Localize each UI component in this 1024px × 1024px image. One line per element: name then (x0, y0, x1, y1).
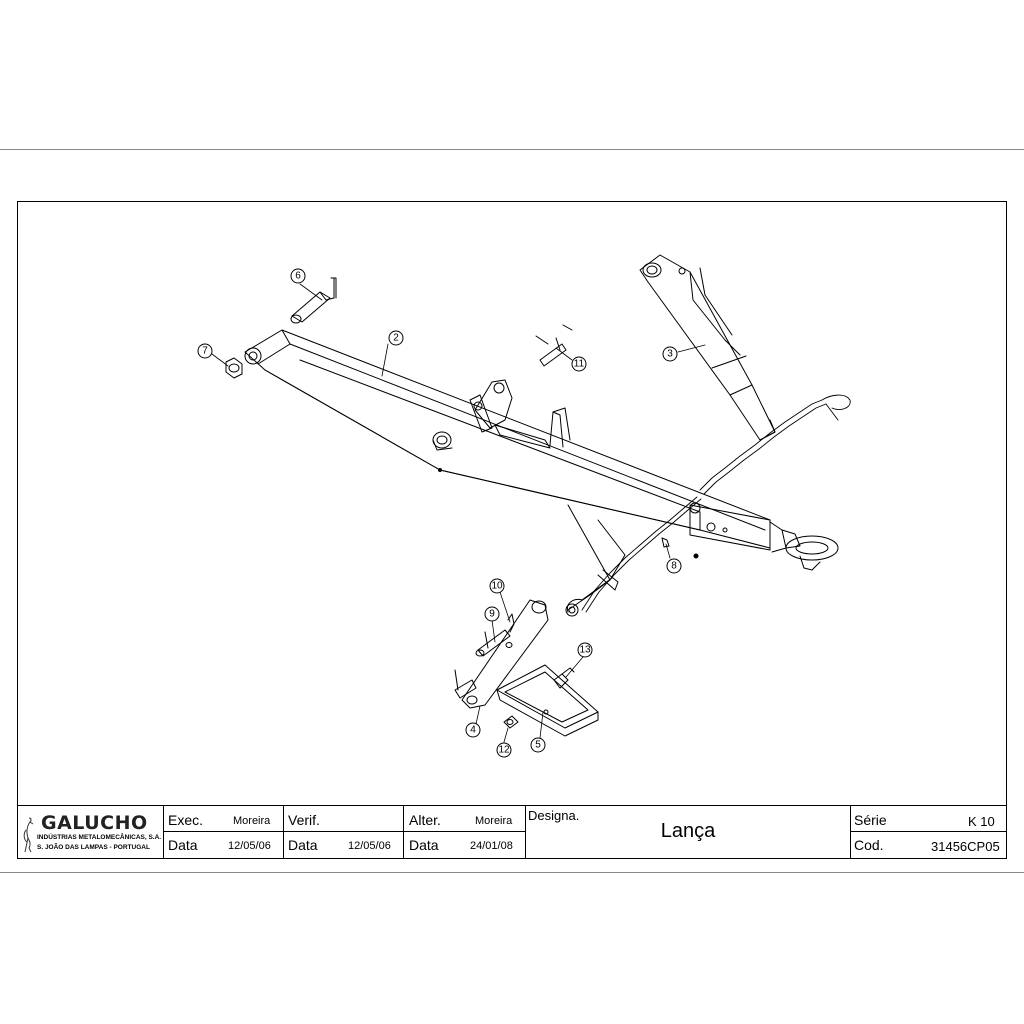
clip-10 (507, 613, 515, 633)
boom-side-boss (432, 431, 453, 451)
svg-text:4: 4 (470, 725, 476, 736)
boom-handle (549, 407, 571, 448)
bolt-13 (553, 667, 575, 689)
designation-label: Designa. (528, 808, 580, 823)
alter-label: Alter. (409, 812, 441, 828)
tb-divider (850, 806, 851, 859)
verif-label: Verif. (288, 812, 320, 828)
serie-value: K 10 (968, 814, 995, 829)
alter-value: Moreira (475, 815, 513, 827)
sheet-edge-bottom (0, 872, 1024, 873)
svg-text:8: 8 (671, 561, 677, 572)
company-subtitle: INDÚSTRIAS METALOMECÂNICAS, S.A. (37, 834, 162, 841)
balloon-9: 9 (484, 606, 500, 622)
jack-cylinder (639, 254, 776, 441)
stand-plate-4 (454, 599, 549, 709)
sheet-edge-top (0, 149, 1024, 150)
svg-text:5: 5 (535, 740, 541, 751)
boom-top-bracket (469, 379, 551, 449)
pin-11 (535, 324, 573, 367)
balloon-3: 3 (662, 346, 678, 362)
part-name: Lança (660, 820, 716, 842)
boom-lower-strut (565, 504, 626, 617)
svg-text:13: 13 (579, 645, 591, 656)
serie-label: Série (854, 812, 887, 828)
bolt-12 (503, 715, 519, 729)
heron-logo-icon (23, 817, 34, 853)
balloon-5: 5 (530, 737, 546, 753)
svg-text:6: 6 (295, 271, 301, 282)
tb-divider (525, 806, 526, 859)
company-location: S. JOÃO DAS LAMPAS - PORTUGAL (37, 844, 150, 851)
balloon-13: 13 (577, 642, 593, 658)
balloon-10: 10 (489, 578, 505, 594)
exec-date-label: Data (168, 837, 198, 853)
pin-6 (290, 277, 337, 324)
title-block: GALUCHO INDÚSTRIAS METALOMECÂNICAS, S.A.… (17, 805, 1007, 859)
nut-7 (225, 357, 243, 379)
drawing-frame (17, 201, 1007, 859)
tb-divider (403, 806, 404, 859)
tb-row-divider (850, 831, 1006, 832)
boom-front-end (689, 502, 839, 571)
tb-divider (283, 806, 284, 859)
balloon-2: 2 (388, 330, 404, 346)
safety-chain (581, 394, 851, 613)
alter-date-label: Data (409, 837, 439, 853)
exec-label: Exec. (168, 812, 204, 828)
exec-date: 12/05/06 (228, 840, 271, 852)
alter-date: 24/01/08 (470, 840, 513, 852)
svg-text:7: 7 (202, 346, 208, 357)
svg-text:2: 2 (393, 333, 399, 344)
cod-value: 31456CP05 (931, 839, 1000, 854)
svg-text:9: 9 (489, 609, 495, 620)
cod-label: Cod. (854, 837, 884, 853)
company-name: GALUCHO (41, 812, 148, 834)
verif-date-label: Data (288, 837, 318, 853)
balloon-7: 7 (197, 343, 213, 359)
balloon-12: 12 (496, 742, 512, 758)
tb-divider (163, 806, 164, 859)
svg-text:3: 3 (667, 349, 673, 360)
svg-text:12: 12 (498, 745, 510, 756)
balloon-8: 8 (666, 558, 682, 574)
foot-tray-5 (496, 664, 599, 737)
svg-text:10: 10 (491, 581, 503, 592)
balloon-4: 4 (465, 722, 481, 738)
balloon-11: 11 (571, 356, 587, 372)
verif-date: 12/05/06 (348, 840, 391, 852)
pin-8 (661, 537, 699, 559)
boom-beam (244, 329, 771, 549)
svg-text:11: 11 (574, 359, 585, 370)
leader-lines (211, 283, 706, 743)
tb-row-divider (163, 831, 525, 832)
exec-value: Moreira (233, 815, 271, 827)
pin-9 (475, 629, 511, 657)
balloon-6: 6 (290, 268, 306, 284)
